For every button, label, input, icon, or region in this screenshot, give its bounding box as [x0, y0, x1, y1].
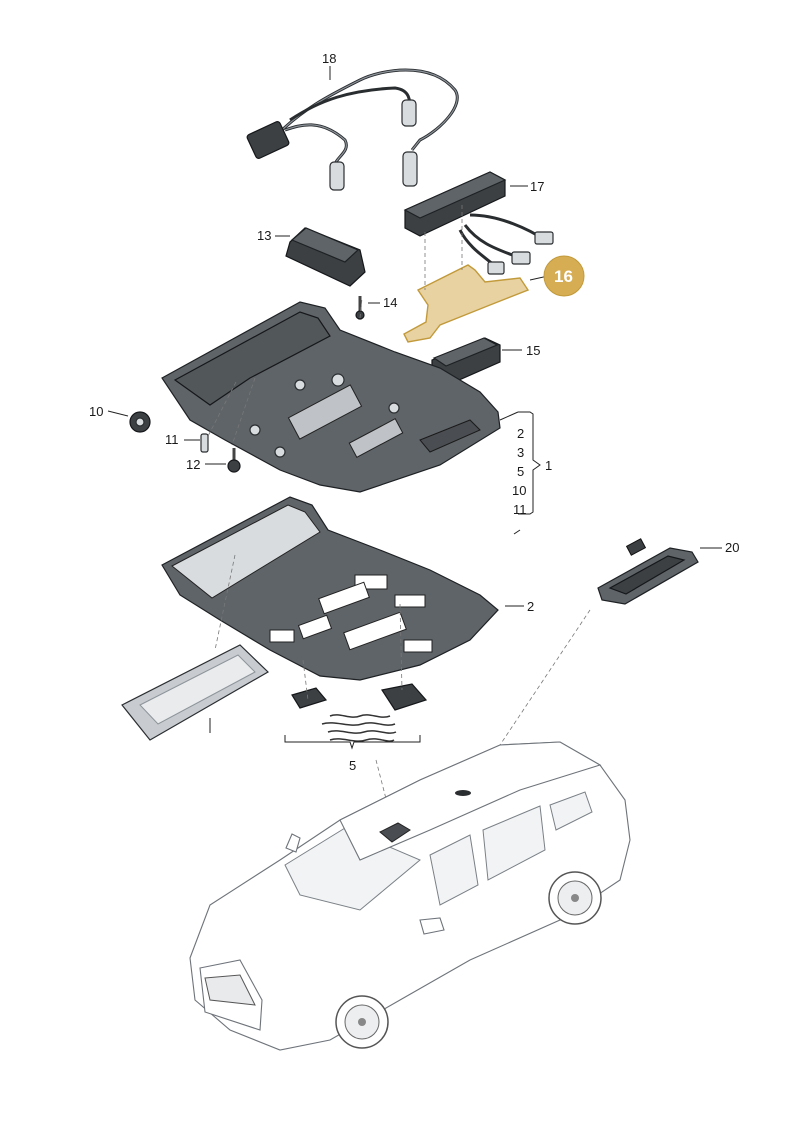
- bracket-item-3: 10: [512, 483, 526, 498]
- part-2-bezel[interactable]: [161, 496, 499, 681]
- label-12: 12: [186, 457, 200, 472]
- label-13: 13: [257, 228, 271, 243]
- part-13-switch-unit[interactable]: [285, 227, 366, 287]
- part-18-wiring-harness[interactable]: [246, 68, 459, 191]
- label-1: 1: [545, 458, 552, 473]
- label-20: 20: [725, 540, 739, 555]
- part-1-roof-console[interactable]: [161, 301, 501, 493]
- label-2-bezel: 2: [527, 599, 534, 614]
- label-14: 14: [383, 295, 397, 310]
- part-10-clip[interactable]: [129, 411, 151, 433]
- bracket-item-2: 5: [517, 464, 524, 479]
- group-1-bracket: [499, 411, 541, 535]
- part-11-pin[interactable]: [200, 433, 209, 453]
- part-16-bracket-highlighted[interactable]: [403, 205, 530, 343]
- part-20-rear-lamp[interactable]: [597, 538, 699, 605]
- part-12-screw[interactable]: [227, 448, 241, 473]
- vehicle-outline: [189, 741, 631, 1051]
- part-15-lamp-housing[interactable]: [431, 337, 501, 385]
- part-17-control-module[interactable]: [403, 171, 554, 275]
- part-5-lens-set[interactable]: [291, 683, 428, 742]
- label-17: 17: [530, 179, 544, 194]
- label-18: 18: [322, 51, 336, 66]
- highlight-badge-16[interactable]: 16: [543, 255, 585, 297]
- lens-cover[interactable]: [121, 644, 269, 741]
- label-11: 11: [165, 432, 179, 447]
- label-15: 15: [526, 343, 540, 358]
- bracket-item-0: 2: [517, 426, 524, 441]
- bracket-item-4: 11: [513, 502, 527, 517]
- label-10: 10: [89, 404, 103, 419]
- bracket-item-1: 3: [517, 445, 524, 460]
- badge-16-label: 16: [554, 267, 573, 286]
- label-5-bottom: 5: [349, 758, 356, 773]
